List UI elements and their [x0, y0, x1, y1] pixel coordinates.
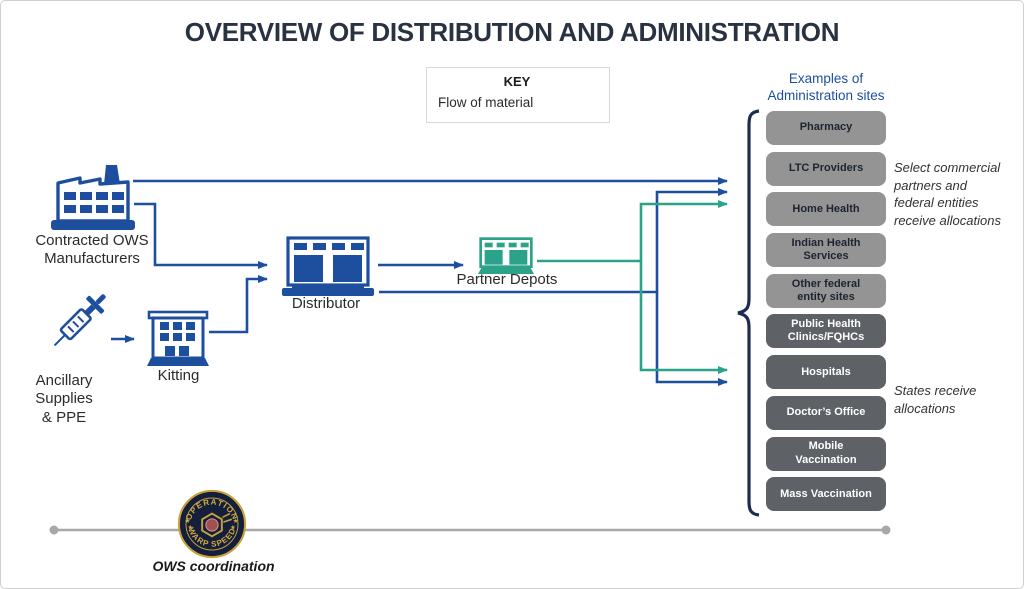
seal-speed-lines	[222, 512, 233, 523]
admin-site-box: LTC Providers	[766, 151, 886, 186]
factory-icon	[51, 165, 135, 230]
ancillary-label: Ancillary Supplies & PPE	[35, 372, 93, 426]
syringe-icon	[53, 294, 106, 347]
svg-text:★: ★	[185, 517, 191, 525]
seal-stars: ★★ ★★	[185, 517, 239, 532]
blue-flow-paths	[111, 108, 728, 386]
kitting-label: Kitting	[157, 367, 200, 384]
admin-site-box: Public Health Clinics/FQHCs	[766, 314, 886, 349]
admin-site-box: Mass Vaccination	[766, 477, 886, 512]
key-box	[426, 67, 610, 123]
admin-site-box: Home Health	[766, 192, 886, 227]
admin-site-box: Mobile Vaccination	[766, 436, 886, 471]
states-annotation: States receive allocations	[894, 383, 977, 416]
key-title: KEY	[503, 74, 531, 89]
admin-site-box: Pharmacy	[766, 111, 886, 145]
brace	[737, 109, 760, 517]
ows-seal: OPERATION WARP SPEED ★★ ★★	[177, 489, 247, 559]
kitting-building-icon	[147, 310, 209, 366]
distributor-label: Distributor	[291, 295, 361, 312]
commercial-annotation: Select commercial partners and federal e…	[894, 160, 1001, 228]
distributor-building-icon	[282, 236, 374, 296]
key-flow-label: Flow of material	[438, 95, 534, 110]
partner-depot-icon	[478, 237, 534, 274]
svg-text:★: ★	[230, 524, 236, 532]
manufacturers-label: Contracted OWS Manufacturers	[35, 232, 149, 268]
svg-text:★: ★	[233, 517, 239, 525]
admin-site-box: Other federal entity sites	[766, 273, 886, 308]
admin-sites-heading: Examples of Administration sites	[767, 71, 885, 103]
coordination-label: OWS coordination	[152, 558, 275, 574]
admin-site-box: Doctor’s Office	[766, 395, 886, 430]
page-title: OVERVIEW OF DISTRIBUTION AND ADMINISTRAT…	[184, 17, 840, 47]
partner-depots-label: Partner Depots	[456, 271, 558, 288]
admin-site-box: Hospitals	[766, 355, 886, 390]
admin-site-box: Indian Health Services	[766, 233, 886, 268]
svg-text:★: ★	[187, 524, 193, 532]
teal-flow-paths	[537, 95, 728, 374]
timeline	[49, 525, 891, 535]
